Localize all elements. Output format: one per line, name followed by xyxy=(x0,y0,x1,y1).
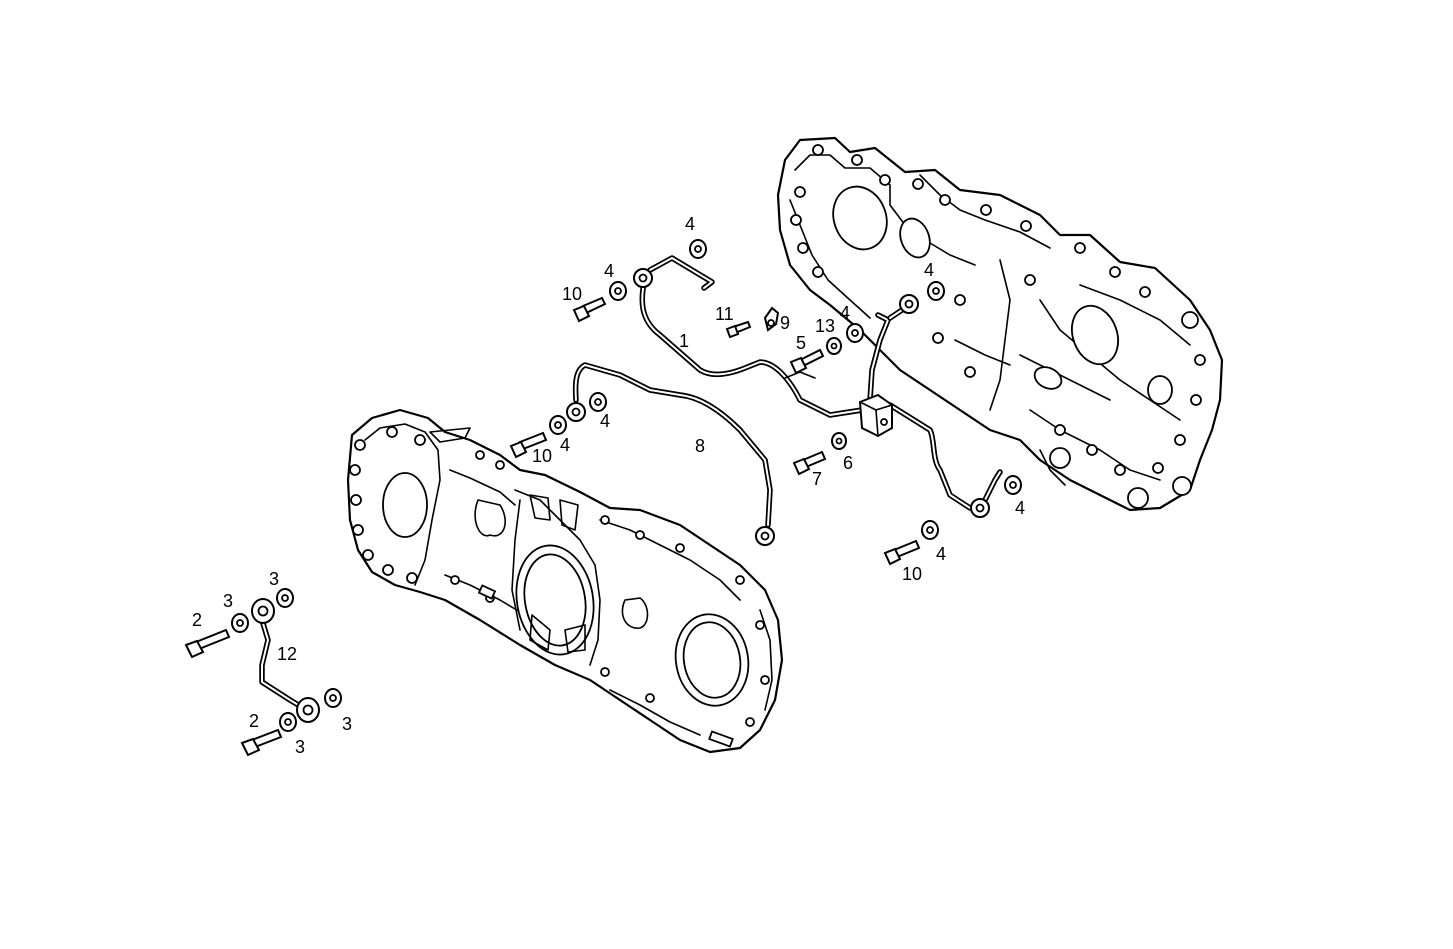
callout-4: 4 xyxy=(685,214,695,234)
callout-10: 10 xyxy=(532,446,552,466)
callout-2: 2 xyxy=(249,711,259,731)
pipe-12 xyxy=(251,598,320,723)
callout-10: 10 xyxy=(562,284,582,304)
callout-4: 4 xyxy=(604,261,614,281)
callout-3: 3 xyxy=(223,591,233,611)
callout-13: 13 xyxy=(815,316,835,336)
callout-6: 6 xyxy=(843,453,853,473)
callout-3: 3 xyxy=(342,714,352,734)
bolt-10-top xyxy=(572,296,607,323)
washers xyxy=(231,239,1022,732)
callout-1: 1 xyxy=(679,331,689,351)
callout-11: 11 xyxy=(715,304,734,324)
clip-9 xyxy=(763,306,780,332)
callout-4: 4 xyxy=(600,411,610,431)
callout-10: 10 xyxy=(902,564,922,584)
bolt-5 xyxy=(789,348,825,375)
bolt-10-right xyxy=(883,539,921,566)
pipe-8 xyxy=(566,362,775,546)
callout-4: 4 xyxy=(936,544,946,564)
bolt-7 xyxy=(792,450,827,476)
callout-labels: 1 2 2 3 3 3 3 4 4 4 4 4 4 4 4 5 6 7 8 9 … xyxy=(192,214,1025,757)
callout-4: 4 xyxy=(1015,498,1025,518)
callout-4: 4 xyxy=(560,435,570,455)
callout-3: 3 xyxy=(269,569,279,589)
bolt-2-upper xyxy=(184,628,231,659)
callout-5: 5 xyxy=(796,333,806,353)
rear-housing xyxy=(776,136,1224,512)
callout-7: 7 xyxy=(812,469,822,489)
front-housing xyxy=(346,408,784,754)
callout-4: 4 xyxy=(924,260,934,280)
bolt-2-lower xyxy=(240,728,283,757)
callout-2: 2 xyxy=(192,610,202,630)
callout-12: 12 xyxy=(277,644,297,664)
callout-9: 9 xyxy=(780,313,790,333)
bolt-10-mid xyxy=(509,431,548,459)
callout-3: 3 xyxy=(295,737,305,757)
callout-4: 4 xyxy=(840,303,850,323)
bolt-11 xyxy=(725,320,752,339)
pipe-right-assembly xyxy=(858,294,1003,518)
callout-8: 8 xyxy=(695,436,705,456)
